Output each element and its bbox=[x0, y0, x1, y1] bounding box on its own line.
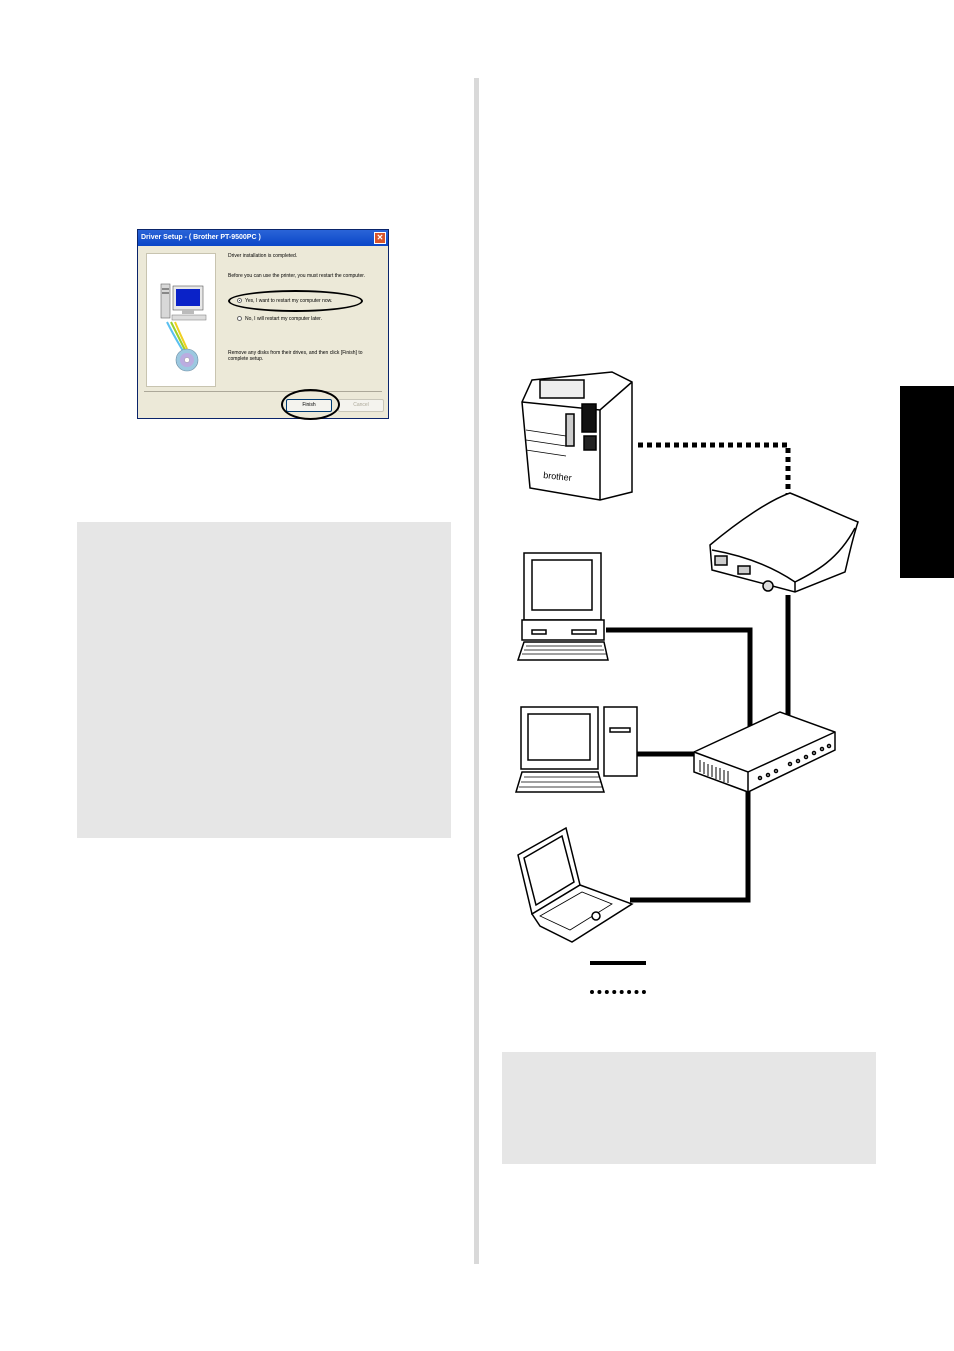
desktop-computer-1 bbox=[516, 552, 609, 661]
driver-setup-dialog: Driver Setup - ( Brother PT-9500PC ) ✕ D… bbox=[137, 229, 389, 419]
note-box-left bbox=[77, 522, 451, 838]
desktop-computer-2 bbox=[514, 706, 638, 793]
highlight-restart-now bbox=[228, 290, 363, 312]
restart-later-radio[interactable] bbox=[237, 316, 242, 321]
cancel-button[interactable]: Cancel bbox=[338, 399, 384, 412]
computer-cd-icon bbox=[160, 283, 207, 372]
legend-solid-line bbox=[590, 961, 646, 965]
section-tab bbox=[900, 386, 954, 578]
highlight-finish bbox=[281, 389, 340, 420]
restart-later-label[interactable]: No, I will restart my computer later. bbox=[245, 316, 322, 322]
restart-notice: Before you can use the printer, you must… bbox=[228, 273, 366, 279]
print-server bbox=[709, 492, 859, 593]
network-hub bbox=[693, 711, 836, 793]
dotted-printer-link bbox=[638, 442, 791, 497]
dialog-separator bbox=[144, 391, 382, 392]
label-printer: brother bbox=[521, 371, 633, 501]
note-box-right bbox=[502, 1052, 876, 1164]
setup-illustration bbox=[146, 253, 216, 387]
remove-disks-text: Remove any disks from their drives, and … bbox=[228, 350, 363, 362]
column-divider bbox=[474, 78, 479, 1264]
laptop-computer bbox=[517, 826, 634, 943]
close-icon[interactable]: ✕ bbox=[374, 232, 386, 244]
dialog-titlebar: Driver Setup - ( Brother PT-9500PC ) ✕ bbox=[138, 230, 388, 246]
laptop-cable bbox=[630, 790, 751, 903]
desktop1-cable bbox=[606, 627, 753, 728]
printer-brand: brother bbox=[543, 470, 572, 483]
network-diagram: brother bbox=[514, 371, 859, 943]
completion-message: Driver installation is completed. bbox=[228, 253, 298, 259]
dialog-title: Driver Setup - ( Brother PT-9500PC ) bbox=[141, 234, 261, 241]
legend-dotted-line bbox=[590, 990, 646, 994]
